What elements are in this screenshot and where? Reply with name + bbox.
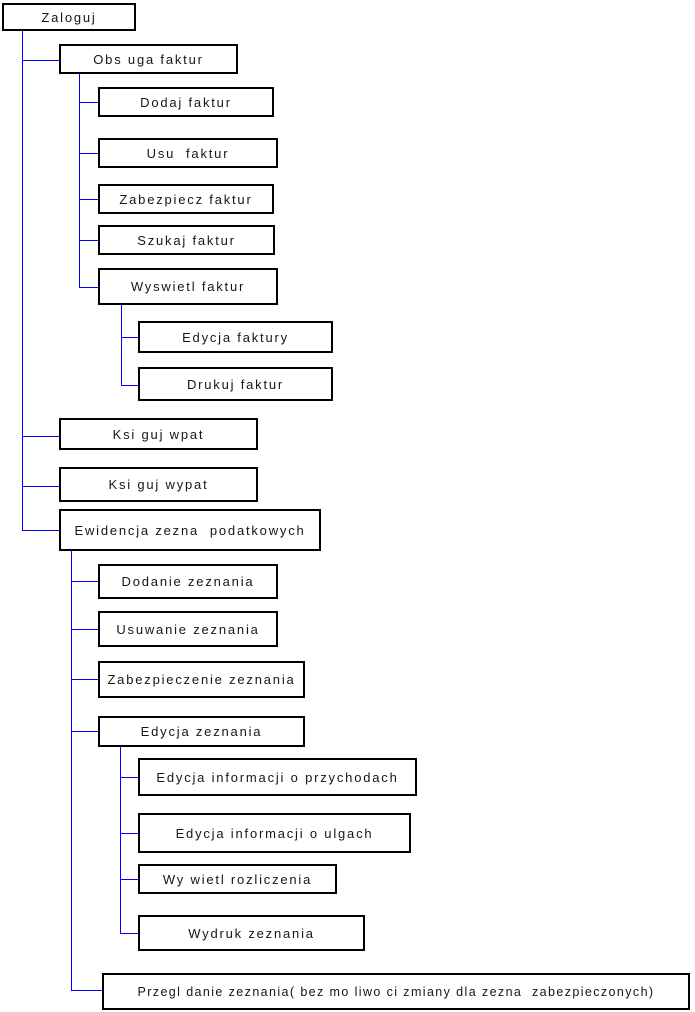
node-szukaj-faktur: Szukaj faktur (98, 225, 275, 255)
node-drukuj-faktur: Drukuj faktur (138, 367, 333, 401)
node-wyswietl-rozliczenia: Wy wietl rozliczenia (138, 864, 337, 894)
node-ksieguj-wyplat: Ksi guj wypat (59, 467, 258, 502)
node-przegladanie-zeznania: Przegl danie zeznania( bez mo liwo ci zm… (102, 973, 690, 1010)
connector-line (120, 879, 138, 880)
connector-line (120, 747, 121, 934)
connector-line (71, 629, 98, 630)
connector-line (79, 153, 98, 154)
node-dodaj-faktur: Dodaj faktur (98, 87, 274, 117)
node-edycja-faktury: Edycja faktury (138, 321, 333, 353)
connector-line (22, 31, 23, 531)
node-ewidencja-zeznan: Ewidencja zezna podatkowych (59, 509, 321, 551)
node-zabezpieczenie-zeznania: Zabezpieczenie zeznania (98, 661, 305, 698)
connector-line (71, 731, 98, 732)
connector-line (121, 385, 138, 386)
node-obsluga-faktur: Obs uga faktur (59, 44, 238, 74)
node-usun-faktur: Usu faktur (98, 138, 278, 168)
node-wyswietl-faktur: Wyswietl faktur (98, 268, 278, 305)
connector-line (22, 60, 59, 61)
connector-line (71, 679, 98, 680)
connector-line (121, 305, 122, 386)
node-dodanie-zeznania: Dodanie zeznania (98, 564, 278, 599)
node-zaloguj: Zaloguj (2, 3, 136, 31)
node-usuwanie-zeznania: Usuwanie zeznania (98, 611, 278, 647)
connector-line (71, 990, 102, 991)
connector-line (79, 287, 98, 288)
connector-line (22, 530, 59, 531)
connector-line (79, 74, 80, 288)
connector-line (79, 240, 98, 241)
connector-line (79, 199, 98, 200)
connector-line (22, 486, 59, 487)
connector-line (71, 551, 72, 991)
node-zabezpiecz-faktur: Zabezpiecz faktur (98, 184, 274, 214)
connector-line (121, 337, 138, 338)
connector-line (120, 933, 138, 934)
node-edycja-zeznania: Edycja zeznania (98, 716, 305, 747)
connector-line (71, 581, 98, 582)
connector-line (120, 833, 138, 834)
connector-line (22, 436, 59, 437)
connector-line (120, 777, 138, 778)
node-ksieguj-wplat: Ksi guj wpat (59, 418, 258, 450)
node-edycja-inf-przychody: Edycja informacji o przychodach (138, 758, 417, 796)
node-edycja-inf-ulgi: Edycja informacji o ulgach (138, 813, 411, 853)
connector-line (79, 102, 98, 103)
node-wydruk-zeznania: Wydruk zeznania (138, 915, 365, 951)
